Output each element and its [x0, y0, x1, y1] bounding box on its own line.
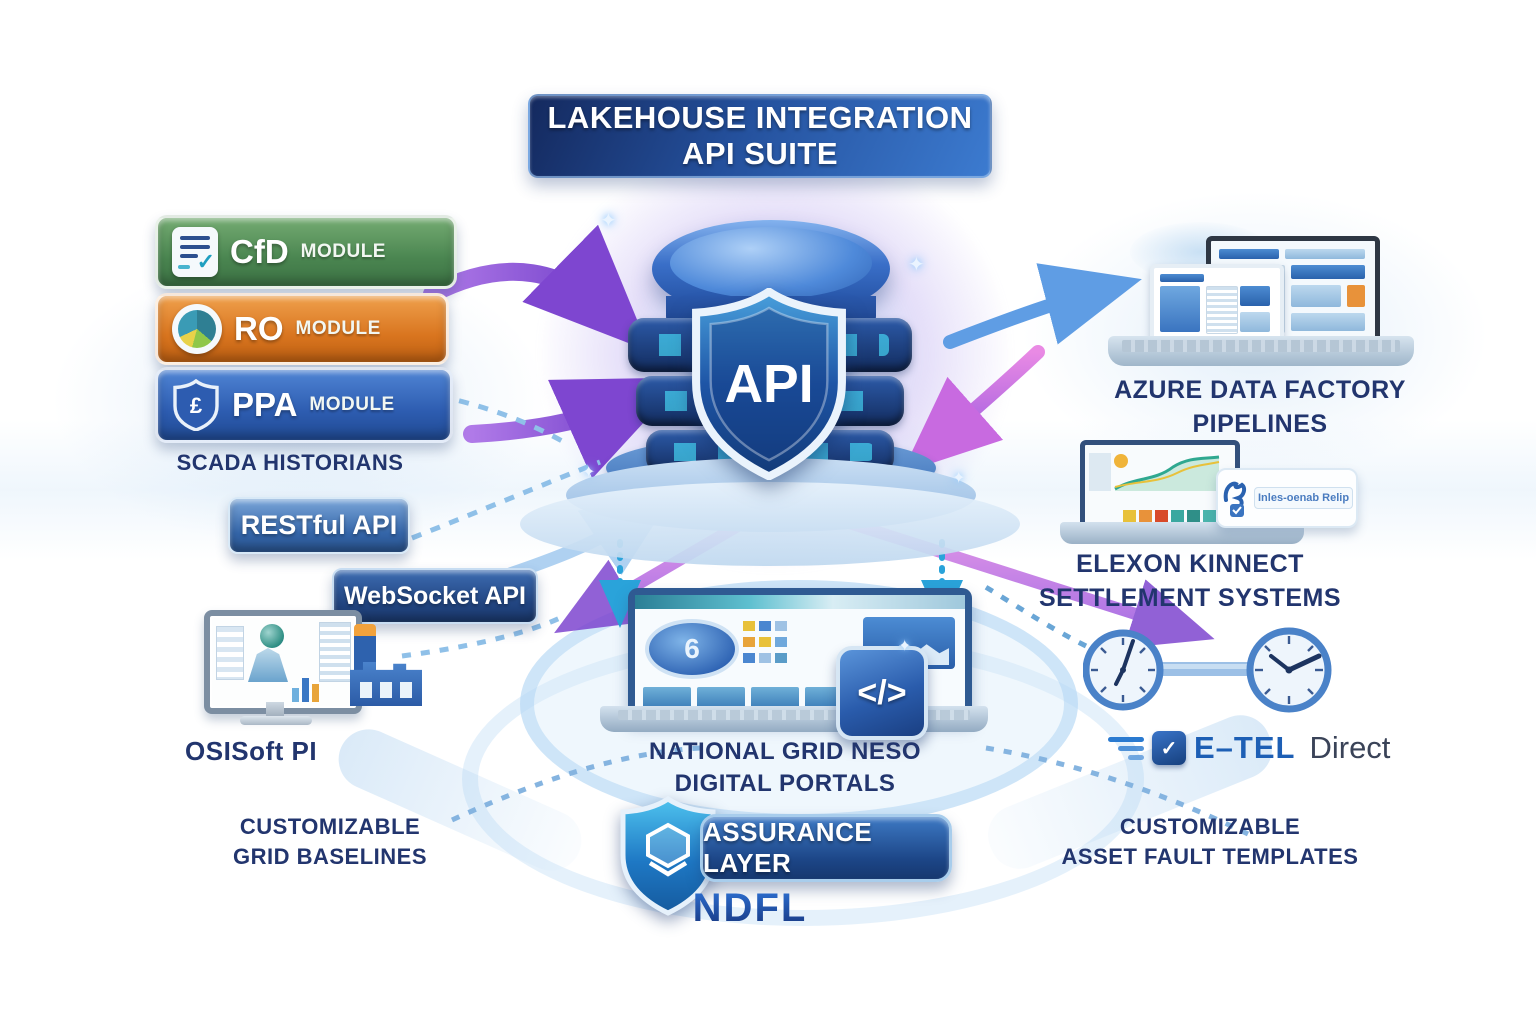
line-chart-graphic — [1089, 453, 1220, 491]
ppa-module-button[interactable]: £ PPA MODULE — [155, 367, 453, 443]
check-glyph: ✓ — [196, 249, 215, 274]
sparkle-icon: ✦ — [898, 638, 912, 655]
etel-check-icon: ✓ — [1152, 731, 1186, 765]
ndfl-label: NDFL — [640, 886, 860, 931]
etel-suffix: Direct — [1309, 730, 1391, 765]
clock-left — [1083, 629, 1164, 711]
module-sublabel: MODULE — [300, 241, 386, 262]
module-label: CfD — [230, 233, 289, 270]
module-sublabel: MODULE — [309, 394, 395, 415]
api-shield: API — [692, 288, 846, 480]
azure-tablet-screen — [1150, 264, 1284, 348]
sparkle-icon: ✦ — [582, 464, 596, 481]
elexon-kinnect-label: ELEXON KINNECT SETTLEMENT SYSTEMS — [1038, 550, 1342, 612]
cfd-module-button[interactable]: ✓ CfD MODULE — [155, 215, 457, 289]
shield-pound-icon: £ — [172, 379, 220, 431]
module-sublabel: MODULE — [295, 318, 381, 339]
arrow-cfd-to-hub — [423, 224, 651, 352]
title-line2: API SUITE — [681, 136, 839, 171]
module-label: PPA — [232, 386, 298, 423]
osisoft-pi-label: OSISoft PI — [185, 736, 318, 766]
arrow-hub-to-azure — [943, 263, 1142, 349]
hub-base-ring-3 — [520, 482, 1020, 566]
dashed-platform-left — [450, 745, 701, 823]
color-bar-row — [1123, 510, 1216, 524]
etel-prefix: E–TEL — [1194, 730, 1296, 765]
etel-direct-logo: ✓ E–TEL Direct — [1108, 728, 1390, 768]
national-grid-laptop-base — [600, 706, 988, 732]
title-line1: LAKEHOUSE INTEGRATION — [547, 100, 973, 136]
portal-logo-badge: 6 — [645, 619, 739, 679]
hub-top-face — [670, 227, 872, 299]
customizable-grid-baselines-label: CUSTOMIZABLE GRID BASELINES — [232, 814, 428, 869]
dashed-link-restful — [411, 459, 601, 541]
person-silhouette — [248, 648, 288, 682]
national-grid-label: NATIONAL GRID NESO DIGITAL PORTALS — [648, 738, 922, 798]
assurance-shield-icon — [620, 796, 716, 916]
notification-badge: Inles-oenab Relip — [1216, 468, 1358, 528]
badge-caption: Inles-oenab Relip — [1254, 487, 1354, 509]
screen-list-panel — [319, 622, 351, 682]
customizable-asset-fault-label: CUSTOMIZABLE ASSET FAULT TEMPLATES — [1061, 814, 1359, 869]
browser-header — [635, 595, 965, 609]
factory-icon — [350, 624, 422, 706]
document-check-icon: ✓ — [172, 227, 218, 277]
websocket-api-button[interactable]: WebSocket API — [332, 568, 538, 624]
monitor-base — [240, 716, 312, 725]
azure-data-factory-label: AZURE DATA FACTORY PIPELINES — [1114, 376, 1406, 438]
dashed-link-factory — [401, 615, 562, 659]
restful-api-button[interactable]: RESTful API — [228, 497, 410, 554]
sparkle-icon: ✦ — [600, 210, 617, 232]
flame-ribbon-icon — [1223, 481, 1247, 517]
code-icon: </> — [836, 646, 928, 740]
assurance-layer-badge[interactable]: ASSURANCE LAYER — [700, 814, 952, 882]
dashed-platform-right — [985, 745, 1250, 837]
pie-chart-icon — [172, 304, 222, 354]
arrow-right-to-hub — [901, 345, 1045, 474]
speed-lines-icon — [1108, 736, 1144, 760]
osisoft-monitor-graphic — [204, 610, 362, 714]
arrow-ppa-to-hub — [463, 377, 686, 479]
title-banner: LAKEHOUSE INTEGRATION API SUITE — [528, 94, 992, 178]
sparkle-icon: ✦ — [952, 470, 966, 487]
svg-text:£: £ — [190, 393, 203, 418]
monitor-screen — [212, 618, 354, 706]
scada-historians-label: SCADA HISTORIANS — [176, 450, 404, 475]
monitor-stand — [266, 702, 284, 718]
thumbnail-row — [643, 687, 853, 709]
dual-clocks-graphic — [1083, 627, 1332, 713]
ro-module-button[interactable]: RO MODULE — [155, 293, 449, 365]
azure-laptop-base — [1108, 336, 1414, 366]
bar-chart-graphic — [292, 678, 319, 702]
screen-panel — [216, 626, 244, 680]
api-shield-label: API — [724, 355, 813, 414]
clock-right — [1246, 627, 1332, 713]
globe-icon — [260, 624, 284, 648]
module-label: RO — [234, 310, 284, 347]
sparkle-icon: ✦ — [908, 254, 925, 276]
